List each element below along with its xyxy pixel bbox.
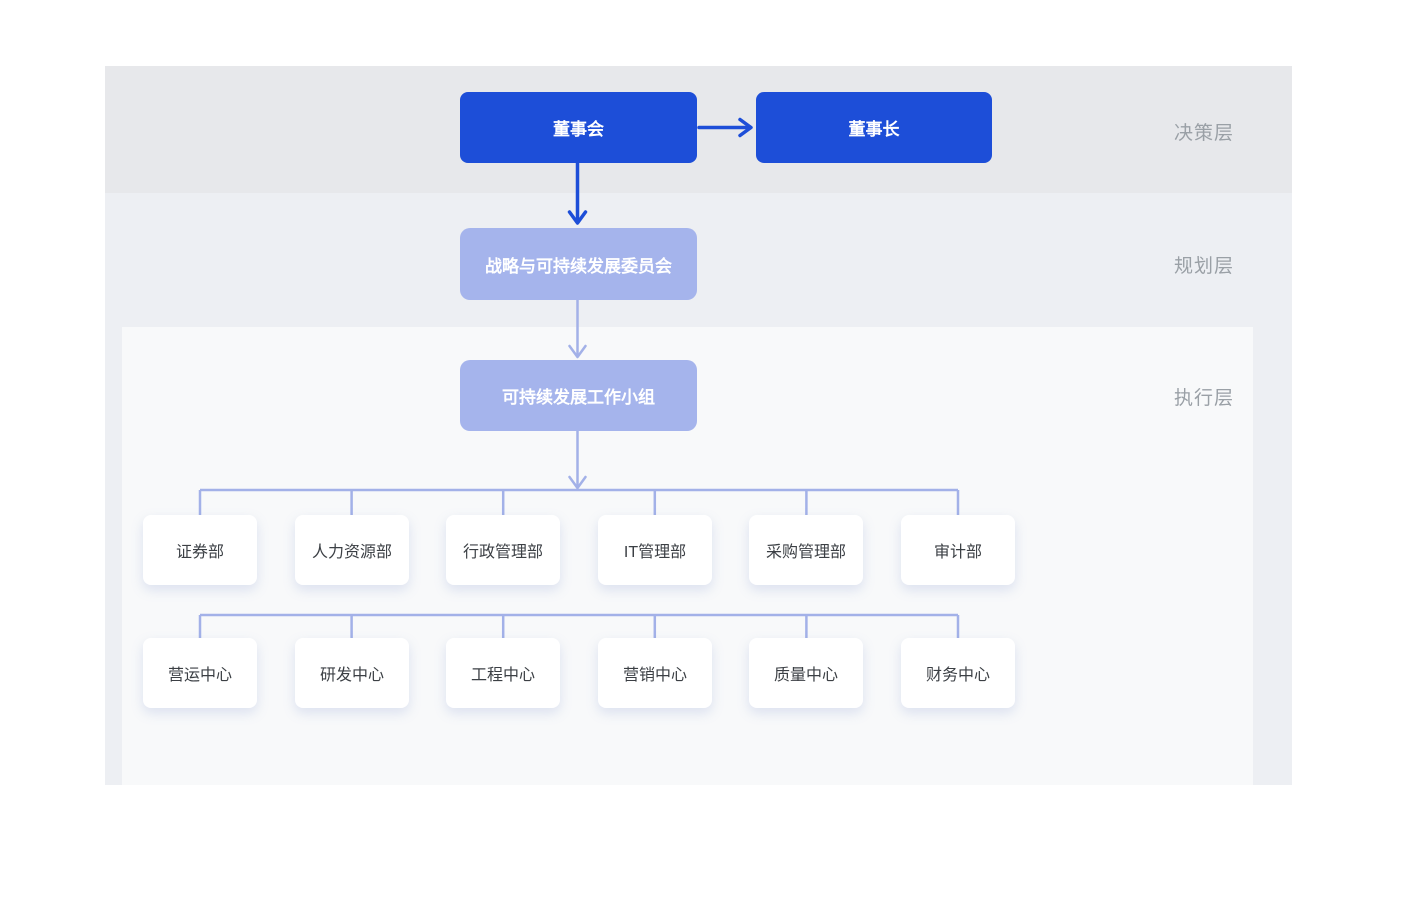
- node-chairman: 董事长: [756, 92, 992, 163]
- node-department-administration: 行政管理部: [446, 515, 560, 585]
- node-center-quality: 质量中心: [749, 638, 863, 708]
- node-strategy-sustainability-committee: 战略与可持续发展委员会: [460, 228, 697, 300]
- node-sustainability-working-group: 可持续发展工作小组: [460, 360, 697, 431]
- layer-label-execution: 执行层: [1173, 388, 1234, 409]
- decision-layer-band: [105, 66, 1292, 193]
- node-department-procurement: 采购管理部: [749, 515, 863, 585]
- layer-label-decision: 决策层: [1173, 123, 1234, 144]
- node-center-finance: 财务中心: [901, 638, 1015, 708]
- node-center-engineering: 工程中心: [446, 638, 560, 708]
- node-department-securities: 证券部: [143, 515, 257, 585]
- node-center-operations: 营运中心: [143, 638, 257, 708]
- node-board-of-directors: 董事会: [460, 92, 697, 163]
- node-center-marketing: 营销中心: [598, 638, 712, 708]
- org-chart: 决策层 规划层 执行层 董事会 董事长 战略与可持续发展委员会 可持续发展工作小…: [105, 66, 1292, 785]
- layer-label-planning: 规划层: [1173, 256, 1234, 277]
- node-department-it: IT管理部: [598, 515, 712, 585]
- node-department-audit: 审计部: [901, 515, 1015, 585]
- node-department-human-resources: 人力资源部: [295, 515, 409, 585]
- node-center-rnd: 研发中心: [295, 638, 409, 708]
